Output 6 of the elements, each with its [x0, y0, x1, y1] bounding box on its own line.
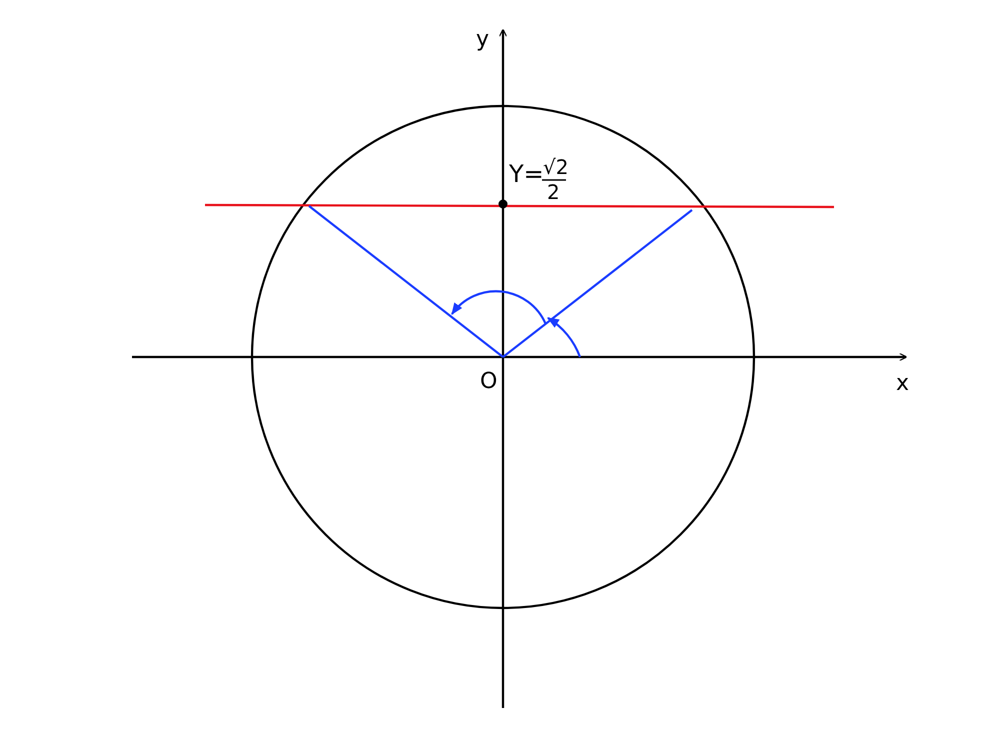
fraction-numerator: √2 [543, 157, 568, 177]
axis-label: y [476, 29, 490, 51]
fraction-denominator: 2 [547, 182, 560, 202]
origin-label: O [480, 371, 498, 393]
point-label: Y= [509, 162, 544, 186]
axis-label: x [896, 373, 910, 395]
